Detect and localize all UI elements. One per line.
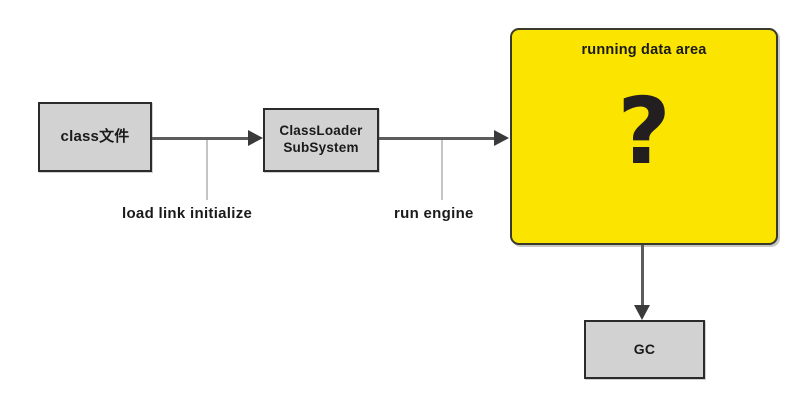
edge-running-data-area-to-gc-arrowhead-icon <box>634 305 650 320</box>
edge-class-file-to-classloader-tick <box>206 140 208 200</box>
edge-classloader-to-running-data-area-line <box>379 137 494 140</box>
caption-run-engine: run engine <box>394 205 474 222</box>
node-class-file: class文件 <box>38 102 152 172</box>
question-mark-icon: ? <box>617 78 671 185</box>
node-classloader-subsystem-label: ClassLoader SubSystem <box>279 123 363 155</box>
node-gc-label: GC <box>633 340 656 357</box>
edge-class-file-to-classloader-arrowhead-icon <box>248 130 263 146</box>
node-running-data-area-label: running data area <box>581 42 707 58</box>
node-class-file-label: class文件 <box>60 127 130 145</box>
node-classloader-subsystem: ClassLoader SubSystem <box>263 108 379 172</box>
edge-classloader-to-running-data-area-tick <box>441 140 443 200</box>
node-gc: GC <box>584 320 705 379</box>
edge-class-file-to-classloader-line <box>152 137 249 140</box>
edge-running-data-area-to-gc-line <box>641 245 644 307</box>
edge-classloader-to-running-data-area-arrowhead-icon <box>494 130 509 146</box>
node-running-data-area: running data area ? <box>510 28 778 245</box>
caption-load-link-initialize: load link initialize <box>122 205 253 222</box>
